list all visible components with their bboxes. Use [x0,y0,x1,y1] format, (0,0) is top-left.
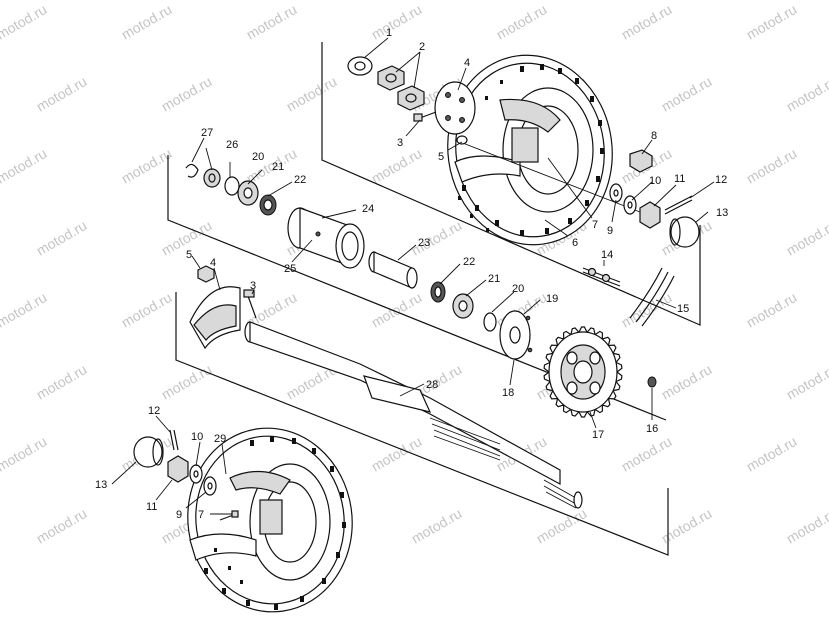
watermark-text: motod.ru [659,361,715,402]
callout-16: 16 [646,423,658,435]
leader-lines [111,37,715,515]
callout-7: 7 [592,219,598,231]
callout-19: 19 [546,293,558,305]
rear-wheel-right [447,54,641,246]
watermark-text: motod.ru [369,145,425,186]
watermark-text: motod.ru [34,217,90,258]
watermark-text: motod.ru [119,145,175,186]
callout-23: 23 [418,237,430,249]
callout-14: 14 [601,249,613,261]
callout-4: 4 [464,57,470,69]
watermark-text: motod.ru [34,505,90,546]
callout-21: 21 [488,273,500,285]
rear-wheel-left [187,427,353,613]
watermark-text: motod.ru [369,289,425,330]
watermark-text: motod.ru [744,433,800,474]
callout-1: 1 [386,27,392,39]
callout-21b: 21 [272,161,284,173]
callout-29: 29 [214,433,226,445]
sprocket [543,326,623,418]
callout-12: 12 [715,174,727,186]
callout-labels: 1 2 3 4 5 6 7 8 9 10 11 12 13 14 15 16 1… [95,27,728,521]
callout-28: 28 [426,379,438,391]
callout-10: 10 [649,175,661,187]
watermark-text: motod.ru [744,1,800,42]
callout-9: 9 [607,225,613,237]
callout-2: 2 [419,41,425,53]
watermark-text: motod.ru [784,217,829,258]
callout-24: 24 [362,203,374,215]
watermark-text: motod.ru [784,73,829,114]
watermark-text: motod.ru [0,1,49,42]
watermark-text: motod.ru [494,1,550,42]
rear-axle [244,321,583,509]
axle-housing [287,207,365,269]
callout-3b: 3 [250,280,256,292]
callout-6: 6 [572,237,578,249]
callout-25: 25 [284,263,296,275]
bearing-stack-right [430,281,497,332]
callout-5b: 5 [186,249,192,261]
callout-5: 5 [438,151,444,163]
watermark-text: motod.ru [659,505,715,546]
tire-tread-dots-right [458,64,604,236]
callout-22: 22 [463,256,475,268]
watermark-text: motod.ru [119,289,175,330]
callout-11: 11 [674,173,685,185]
callout-20b: 20 [252,151,264,163]
callout-9b: 9 [176,509,182,521]
callout-18: 18 [502,387,514,399]
callout-17: 17 [592,429,604,441]
watermark-text: motod.ru [244,1,300,42]
watermark-text: motod.ru [534,505,590,546]
callout-26: 26 [226,139,238,151]
watermark-text: motod.ru [619,1,675,42]
callout-22b: 22 [294,174,306,186]
watermark-text: motod.ru [0,145,49,186]
watermark-text: motod.ru [659,73,715,114]
watermark-text: motod.ru [159,361,215,402]
watermark-text: motod.ru [409,505,465,546]
callout-13b: 13 [95,479,107,491]
upper-hub-parts [347,56,476,145]
callout-12b: 12 [148,405,160,417]
sprocket-bolts [582,267,621,287]
watermark-text: motod.ru [34,361,90,402]
callout-13: 13 [716,207,728,219]
callout-15: 15 [677,303,689,315]
watermark-text: motod.ru [284,73,340,114]
watermark-text: motod.ru [0,289,49,330]
sprocket-hub [499,310,533,360]
tire-tread-dots-left [204,436,346,610]
callout-27: 27 [201,127,213,139]
watermark-text: motod.ru [159,73,215,114]
left-hub-plate [189,265,257,350]
watermark-text: motod.ru [619,433,675,474]
callout-3: 3 [397,137,403,149]
watermark-text: motod.ru [784,361,829,402]
drive-chain [629,267,675,327]
callout-20: 20 [512,283,524,295]
watermark-text: motod.ru [34,73,90,114]
left-axle-nut-parts [133,429,239,521]
frame-outlines [167,42,701,556]
callout-4b: 4 [210,257,216,269]
callout-7b: 7 [198,509,204,521]
watermark-text: motod.ru [0,433,49,474]
right-axle-nut-parts [609,149,700,248]
watermark-text: motod.ru [369,1,425,42]
sprocket-nut [647,376,657,388]
spacer-tube [368,251,418,289]
callout-10b: 10 [191,431,203,443]
watermark-text: motod.ru [744,145,800,186]
watermark-text: motod.ru [744,289,800,330]
bearing-stack-left [185,163,277,216]
callout-11b: 11 [146,501,157,513]
callout-8: 8 [651,130,657,142]
watermark-text: motod.ru [119,1,175,42]
watermark-text: motod.ru [784,505,829,546]
watermark-text: motod.ru [409,217,465,258]
